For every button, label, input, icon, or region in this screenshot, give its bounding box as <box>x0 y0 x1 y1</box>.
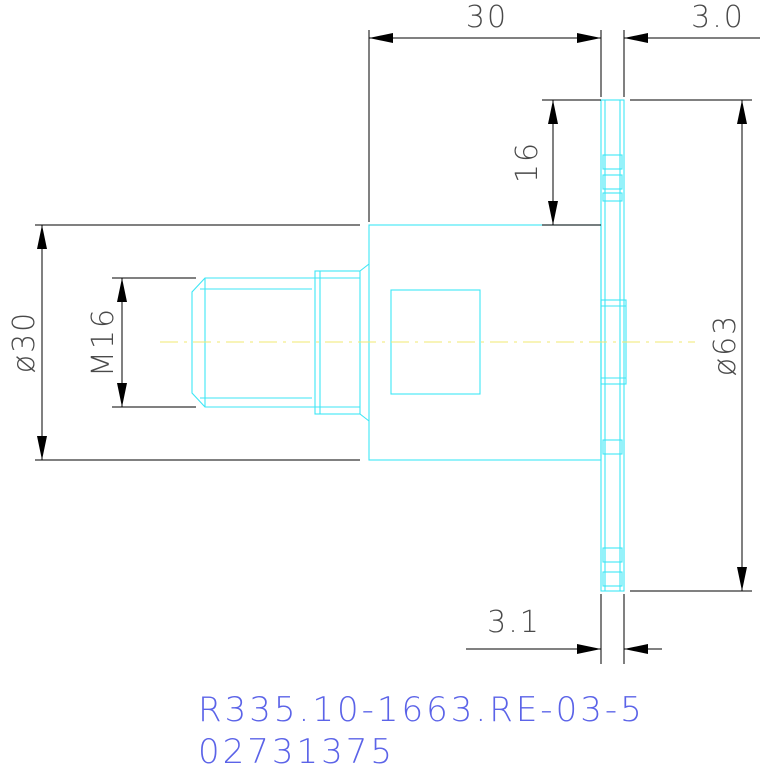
flange-hole <box>602 571 623 587</box>
dim-flange-diameter: ø63 <box>708 314 743 377</box>
part-number: R335.10-1663.RE-03-5 <box>198 690 645 730</box>
dim-thread: M16 <box>86 307 121 377</box>
dim-flange-offset: 16 <box>510 141 545 183</box>
flange-hole <box>602 154 623 170</box>
dim-flange-thickness: 3.0 <box>691 0 745 35</box>
article-number: 02731375 <box>198 732 395 767</box>
part-geometry <box>191 99 627 592</box>
dimension-lines <box>35 30 760 664</box>
flange-hole <box>602 547 623 563</box>
flange-hole <box>602 439 623 455</box>
flange-hole <box>602 192 623 202</box>
flange-hole <box>602 174 623 190</box>
thread-outline <box>191 277 315 408</box>
dim-bottom-thickness: 3.1 <box>487 605 541 640</box>
dim-body-length: 30 <box>466 0 508 35</box>
dim-body-diameter: ø30 <box>7 311 42 374</box>
